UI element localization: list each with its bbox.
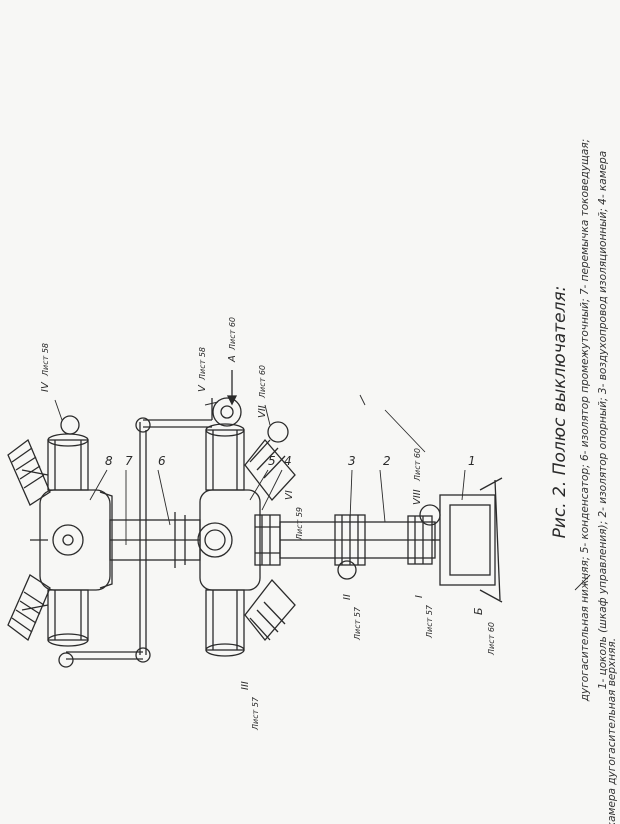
upper-capacitor-right <box>7 574 51 642</box>
upper-capacitor-left <box>7 438 51 506</box>
view-arrow-a <box>226 370 238 406</box>
svg-text:IV: IV <box>40 381 51 392</box>
legend-line-3: 8- камера дугогасительная верхняя. <box>606 637 618 824</box>
svg-text:Лист 57: Лист 57 <box>425 604 434 639</box>
lower-capacitor-left <box>244 421 296 502</box>
svg-text:Лист 60: Лист 60 <box>228 317 237 351</box>
part-number-8: 8 <box>105 454 113 468</box>
part-number-3: 3 <box>348 454 356 468</box>
svg-text:III: III <box>240 681 251 690</box>
air-duct-and-support <box>279 504 441 580</box>
svg-text:V: V <box>197 384 208 392</box>
busbar-bar <box>58 415 212 668</box>
svg-text:I: I <box>414 595 425 598</box>
pipe-flange <box>254 514 281 566</box>
part-number-1: 1 <box>468 454 476 468</box>
svg-text:A: A <box>227 355 238 363</box>
callout-ii: II Лист 57 <box>342 594 362 641</box>
svg-text:Лист 60: Лист 60 <box>413 448 422 482</box>
svg-text:VI: VI <box>284 490 295 500</box>
legend-line-1: 1- цоколь (шкаф управления); 2- изолятор… <box>597 150 609 690</box>
svg-text:Лист 60: Лист 60 <box>487 622 496 656</box>
callout-vi: VI Лист 59 <box>284 490 304 541</box>
callout-iii: III Лист 57 <box>240 681 260 731</box>
part-number-7: 7 <box>125 454 133 468</box>
callout-v: V Лист 58 <box>197 347 208 392</box>
svg-text:Лист 57: Лист 57 <box>251 696 260 731</box>
lower-chamber <box>197 397 261 657</box>
upper-chamber <box>21 433 113 647</box>
callout-iv: IV Лист 58 <box>40 343 51 392</box>
svg-text:Лист 60: Лист 60 <box>258 365 267 399</box>
svg-text:Б: Б <box>472 607 485 615</box>
part-number-5: 5 <box>268 454 276 468</box>
base-cabinet <box>432 477 503 603</box>
svg-text:Лист 57: Лист 57 <box>353 606 362 641</box>
svg-text:Лист 58: Лист 58 <box>41 343 50 377</box>
svg-text:Лист 59: Лист 59 <box>295 507 304 541</box>
part-number-2: 2 <box>383 454 391 468</box>
intermediate-insulator <box>109 512 201 568</box>
callout-a: A Лист 60 <box>227 317 238 363</box>
callout-i: I Лист 57 <box>414 595 434 639</box>
legend-line-2: дугогасительная нижняя; 5- конденсатор; … <box>579 138 591 702</box>
callout-viii: VIII Лист 60 <box>412 448 423 505</box>
svg-text:Лист 58: Лист 58 <box>198 347 207 381</box>
part-number-4: 4 <box>284 454 292 468</box>
callout-b: Б Лист 60 <box>472 607 496 656</box>
part-number-6: 6 <box>158 454 166 468</box>
leader-lines <box>54 394 591 591</box>
lower-capacitor-right <box>244 578 296 642</box>
svg-text:VIII: VIII <box>412 489 423 505</box>
callout-vii: VII Лист 60 <box>257 365 268 418</box>
figure-caption: Рис. 2. Полюс выключателя: <box>550 285 570 539</box>
svg-text:II: II <box>342 594 353 600</box>
svg-text:VII: VII <box>257 405 268 418</box>
